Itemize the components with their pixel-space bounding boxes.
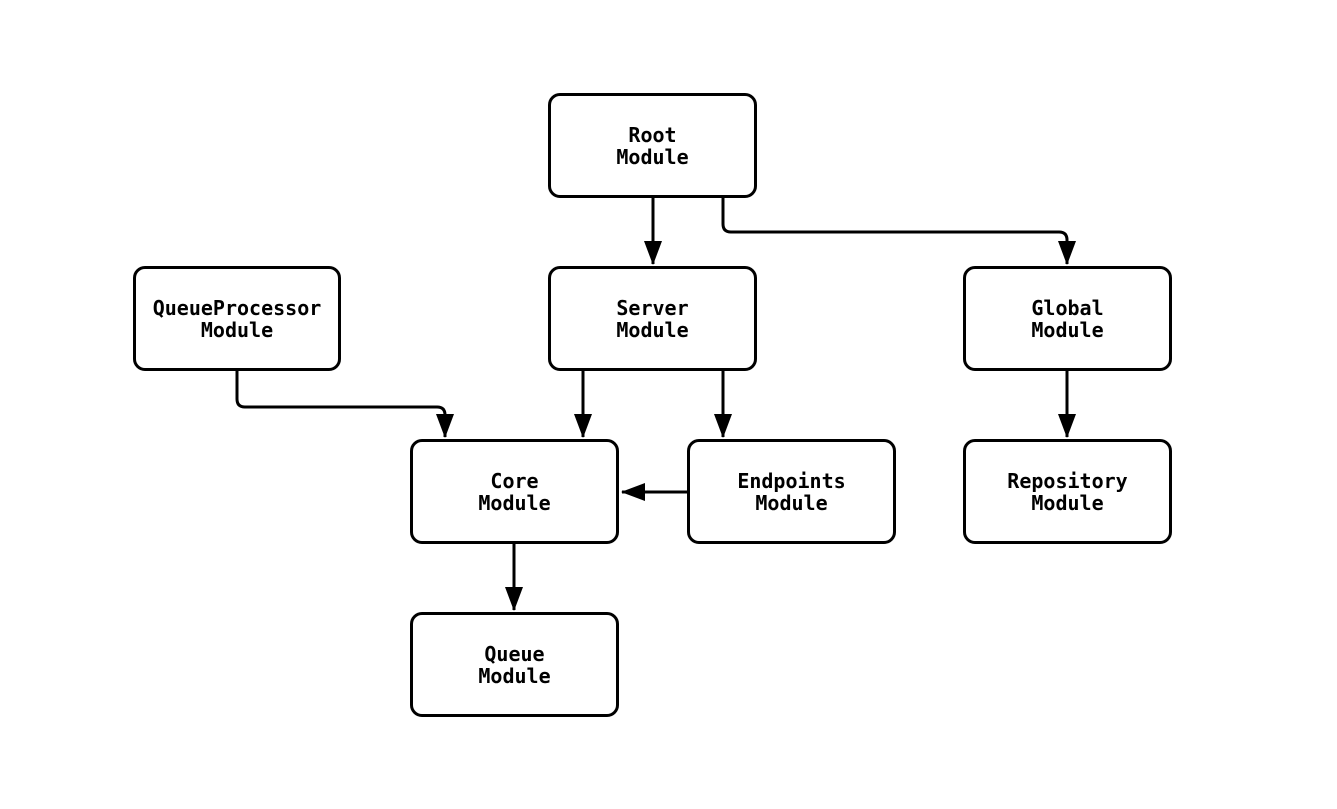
node-label-line: Global bbox=[1031, 295, 1104, 320]
node-label-line: Endpoints bbox=[737, 468, 846, 493]
node-label-line: Module bbox=[616, 144, 689, 169]
edge-queueprocessor-to-core bbox=[235, 371, 454, 438]
node-repository-module: Repository Module bbox=[963, 439, 1172, 544]
node-core-module: Core Module bbox=[410, 439, 619, 544]
node-label-line: Module bbox=[478, 490, 551, 515]
node-label-line: Server bbox=[616, 295, 689, 320]
node-queue-module: Queue Module bbox=[410, 612, 619, 717]
node-label-line: Core bbox=[490, 468, 539, 493]
node-endpoints-module: Endpoints Module bbox=[687, 439, 896, 544]
node-label-line: Queue bbox=[484, 641, 545, 666]
node-label-line: Module bbox=[755, 490, 828, 515]
node-label-line: QueueProcessor bbox=[152, 295, 322, 320]
node-queueprocessor-module: QueueProcessor Module bbox=[133, 266, 341, 371]
node-label-line: Root bbox=[628, 122, 677, 147]
node-server-module: Server Module bbox=[548, 266, 757, 371]
edge-root-to-global bbox=[721, 198, 1076, 265]
node-root-module: Root Module bbox=[548, 93, 757, 198]
node-label-line: Module bbox=[616, 317, 689, 342]
node-label-line: Module bbox=[1031, 490, 1104, 515]
node-label-line: Module bbox=[1031, 317, 1104, 342]
node-global-module: Global Module bbox=[963, 266, 1172, 371]
node-label-line: Repository bbox=[1007, 468, 1128, 493]
node-label-line: Module bbox=[200, 317, 274, 342]
node-label-line: Module bbox=[478, 663, 551, 688]
